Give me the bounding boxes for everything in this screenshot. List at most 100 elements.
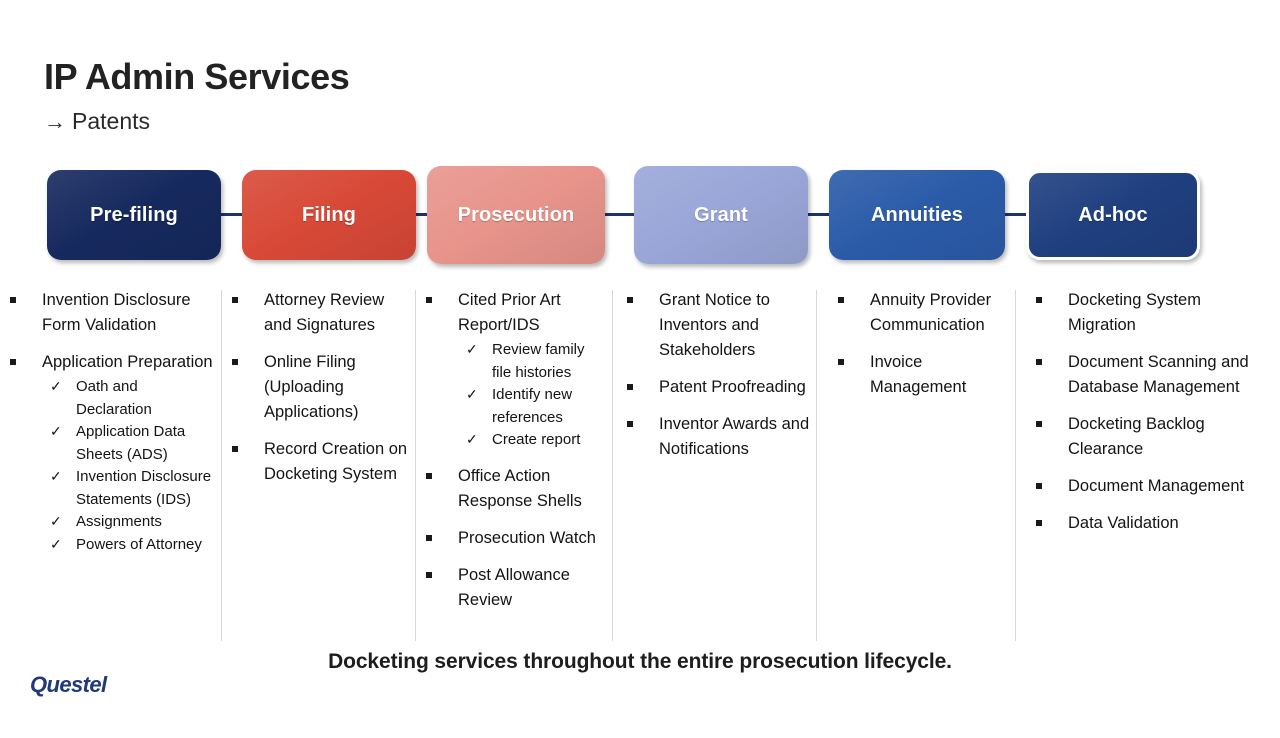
list-item-label: Document Management [1068,477,1245,495]
sub-list-item: ✓ Review family file histories [466,339,606,384]
square-bullet-icon [426,534,432,541]
square-bullet-icon [426,472,432,479]
check-bullet-icon: ✓ [466,341,478,357]
check-bullet-icon: ✓ [50,423,62,439]
stage-connector-3-4 [806,213,832,216]
list-item-label: Application Preparation [42,353,213,371]
list-item: Office Action Response Shells [426,464,606,514]
list-item-label: Docketing Backlog Clearance [1068,415,1205,458]
list-item-label: Invention Disclosure Form Validation [42,291,191,334]
square-bullet-icon [838,297,844,303]
square-bullet-icon [426,297,432,303]
check-bullet-icon: ✓ [50,468,62,484]
square-bullet-icon [627,384,633,390]
stage-box-ad-hoc[interactable]: Ad-hoc [1026,170,1200,260]
check-bullet-icon: ✓ [466,386,478,402]
square-bullet-icon [1036,483,1042,489]
sub-list-item-label: Oath and Declaration [76,378,152,418]
list-item-label: Grant Notice to Inventors and Stakeholde… [659,291,770,359]
check-bullet-icon: ✓ [50,535,62,552]
list-item: Inventor Awards and Notifications [627,412,810,462]
sub-list-item-label: Create report [492,431,581,448]
questel-logo: Questel [30,672,107,697]
list-item-label: Invoice Management [870,353,967,396]
list-item-label: Prosecution Watch [458,528,596,547]
square-bullet-icon [838,359,844,365]
list-item: Data Validation [1036,511,1268,536]
list-item: Attorney Review and Signatures [232,288,410,338]
stage-label-annuities: Annuities [870,203,963,226]
check-bullet-icon: ✓ [50,378,62,394]
check-bullet-icon: ✓ [466,431,478,447]
list-item: Document Scanning and Database Managemen… [1036,350,1268,400]
square-bullet-icon [1036,297,1042,303]
list-item: Record Creation on Docketing System [232,437,410,487]
list-item-label: Post Allowance Review [458,565,570,609]
list-item-label: Document Scanning and Database Managemen… [1068,353,1249,396]
page-subtitle: →Patents [44,108,150,136]
column-grant: Grant Notice to Inventors and Stakeholde… [627,288,810,474]
list-item: Invoice Management [838,350,1008,400]
stage-connector-1-2 [414,213,430,216]
sub-list-item: ✓Invention Disclosure Statements (IDS) [50,466,215,511]
square-bullet-icon [426,571,432,578]
list-item-label: Record Creation on Docketing System [264,440,408,483]
sub-list: ✓ Review family file histories ✓ Identify n… [458,339,606,452]
list-item: Invention Disclosure Form Validation [10,288,215,338]
stage-connector-0-1 [219,213,245,216]
list-item: Application Preparation ✓ Oath and Declara… [10,350,215,556]
sub-list-item-label: Review family file histories [492,341,585,381]
sub-list-item-label: Identify new references [492,386,573,426]
stage-label-prosecution: Prosecution [457,203,575,226]
column-divider-2 [415,290,416,641]
square-bullet-icon [627,297,633,303]
list-item-label: Cited Prior Art Report/IDS [458,291,561,334]
arrow-right-icon: → [44,109,66,134]
list-item: Prosecution Watch [426,526,606,551]
list-item-label: Docketing System Migration [1068,291,1201,334]
square-bullet-icon [1036,421,1042,427]
column-divider-4 [816,290,817,641]
sub-list-item: ✓ Identify new references [466,384,606,429]
check-bullet-icon: ✓ [50,513,62,529]
list-item: Document Management [1036,474,1268,499]
sub-list-item: ✓ Create report [466,429,606,452]
list-item: Cited Prior Art Report/IDS ✓ Review family… [426,288,606,452]
stage-box-filing[interactable]: Filing [242,170,416,260]
stage-box-prosecution[interactable]: Prosecution [427,166,605,264]
column-divider-3 [612,290,613,641]
list-item: Annuity Provider Communication [838,288,1008,338]
stage-connector-2-3 [603,213,637,216]
stage-label-pre-filing: Pre-filing [90,203,178,226]
list-item-label: Attorney Review and Signatures [264,291,385,334]
stage-box-grant[interactable]: Grant [634,166,808,264]
square-bullet-icon [627,421,633,427]
square-bullet-icon [10,359,16,365]
stage-connector-4-5 [1003,213,1029,216]
column-prosecution: Cited Prior Art Report/IDS ✓ Review family… [426,288,606,625]
list-item-label: Annuity Provider Communication [870,291,992,334]
list-item: Docketing System Migration [1036,288,1268,338]
stage-box-annuities[interactable]: Annuities [829,170,1005,260]
list-item-label: Office Action Response Shells [458,466,582,510]
sub-list-item: ✓Powers of Attorney [50,534,215,557]
stage-box-pre-filing[interactable]: Pre-filing [47,170,221,260]
square-bullet-icon [1036,359,1042,365]
column-divider-1 [221,290,222,641]
list-item-label: Online Filing (Uploading Applications) [264,353,359,421]
list-item: Grant Notice to Inventors and Stakeholde… [627,288,810,363]
sub-list-item: ✓Assignments [50,511,215,534]
sub-list-item: ✓Application Data Sheets (ADS) [50,421,215,466]
footer-caption: Docketing services throughout the entire… [328,650,952,673]
sub-list-item: ✓ Oath and Declaration [50,376,215,421]
square-bullet-icon [1036,520,1042,526]
square-bullet-icon [232,446,238,452]
list-item-label: Patent Proofreading [659,378,806,396]
list-item: Online Filing (Uploading Applications) [232,350,410,425]
list-item: Docketing Backlog Clearance [1036,412,1268,462]
square-bullet-icon [10,297,16,303]
